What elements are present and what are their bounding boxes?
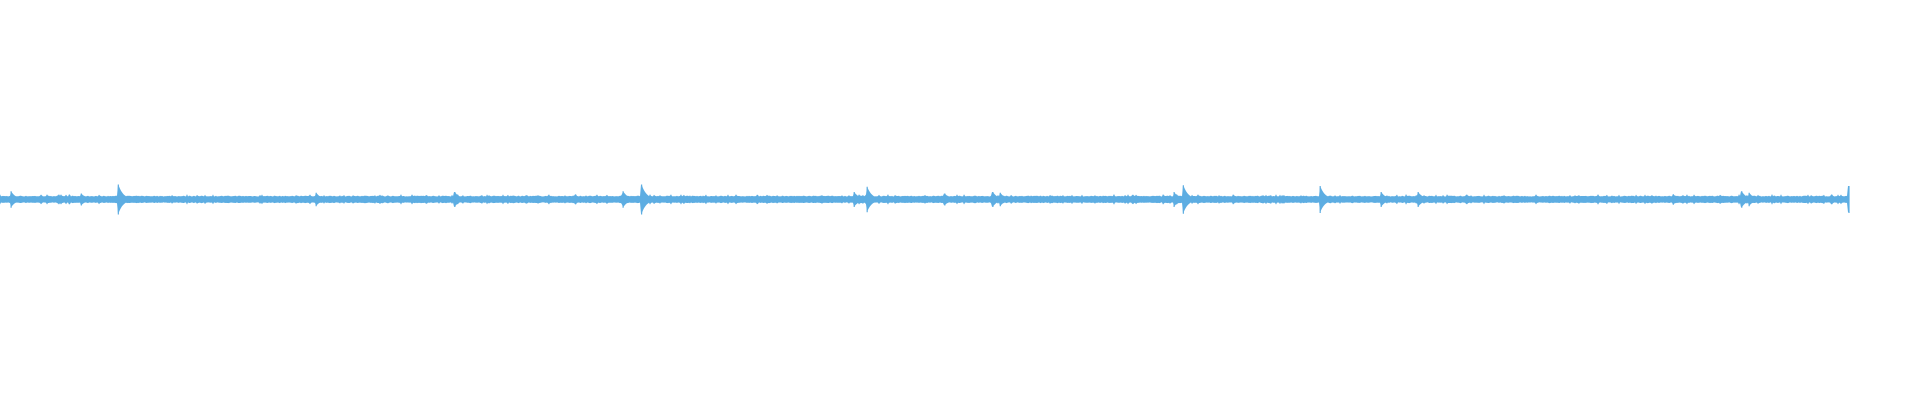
waveform-baseline	[0, 184, 1849, 214]
waveform-transients	[10, 184, 1850, 215]
